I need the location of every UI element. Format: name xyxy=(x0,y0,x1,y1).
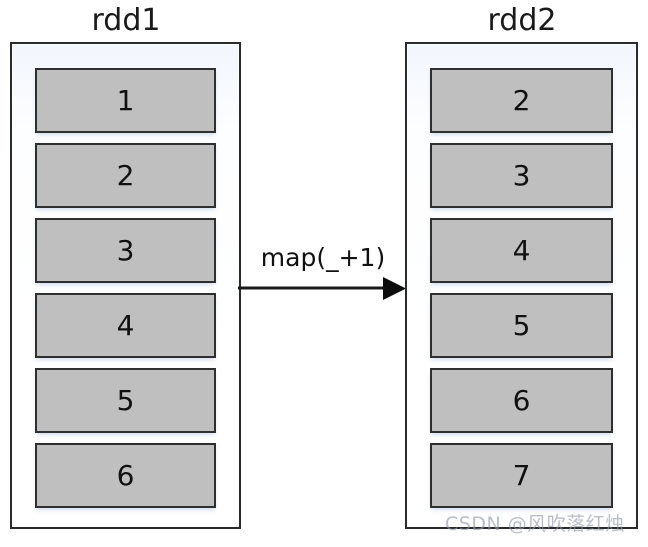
rdd1-container: 1 2 3 4 5 6 xyxy=(10,42,241,529)
map-transformation-label: map(_+1) xyxy=(260,243,386,272)
rdd1-cell: 5 xyxy=(35,368,216,433)
rdd1-title: rdd1 xyxy=(91,3,161,38)
rdd2-cell-list: 2 3 4 5 6 7 xyxy=(407,44,636,527)
rdd1-cell: 1 xyxy=(35,68,216,133)
rdd1-cell-list: 1 2 3 4 5 6 xyxy=(12,44,239,527)
rdd2-container: 2 3 4 5 6 7 xyxy=(405,42,638,529)
rdd1-cell: 3 xyxy=(35,218,216,283)
rdd2-cell: 4 xyxy=(430,218,613,283)
rdd2-cell: 7 xyxy=(430,443,613,508)
map-transformation-arrow: map(_+1) xyxy=(238,243,408,303)
rdd1-cell: 4 xyxy=(35,293,216,358)
rdd2-cell: 2 xyxy=(430,68,613,133)
rdd2-cell: 3 xyxy=(430,143,613,208)
rdd2-cell: 6 xyxy=(430,368,613,433)
rdd1-cell: 6 xyxy=(35,443,216,508)
rdd1-cell: 2 xyxy=(35,143,216,208)
rdd2-title: rdd2 xyxy=(487,3,557,38)
rdd2-cell: 5 xyxy=(430,293,613,358)
arrow-icon xyxy=(238,277,406,300)
